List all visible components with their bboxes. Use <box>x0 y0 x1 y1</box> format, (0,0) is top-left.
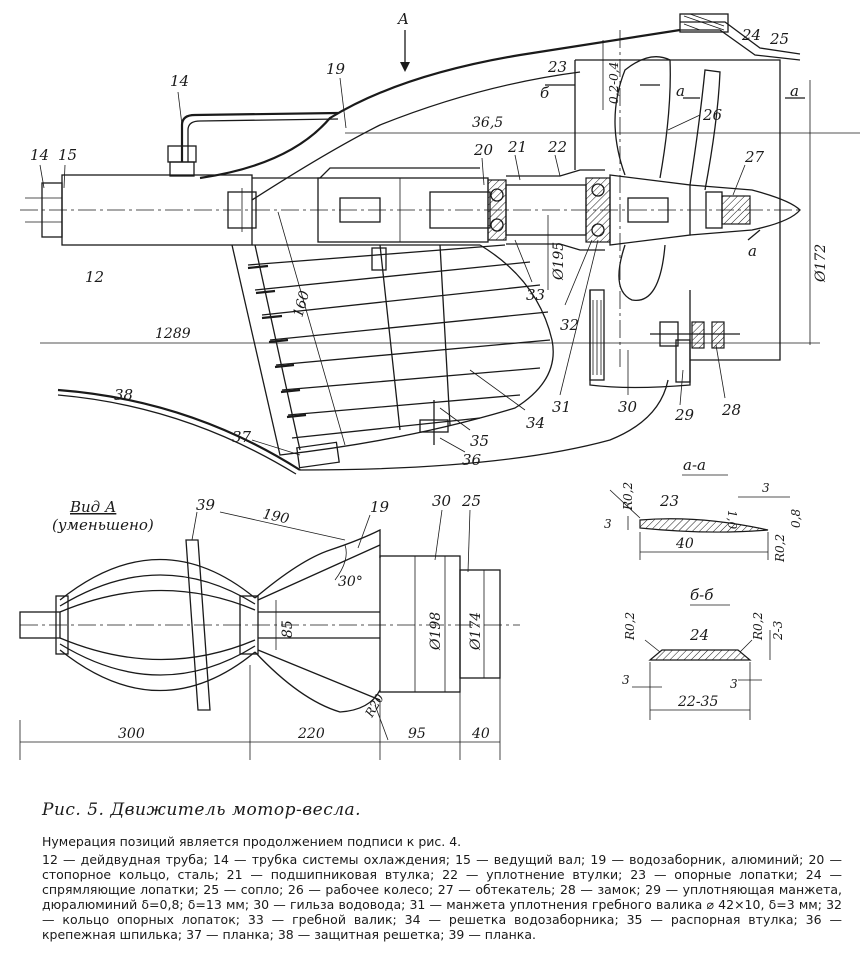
part-24: 24 <box>741 26 761 44</box>
dim-gap: 0,2-0,4 <box>607 62 621 104</box>
view-a <box>19 509 520 760</box>
dim-40: 40 <box>471 726 490 742</box>
engineering-drawing: A б a a a Вид А (уменьшено) а-а б-б 14 1… <box>19 10 860 760</box>
dim-r20: R20 <box>362 691 387 720</box>
dim-30deg: 30° <box>338 574 363 590</box>
figure-legend: 12 — дейдвудная труба; 14 — трубка систе… <box>42 852 842 942</box>
part-28: 28 <box>721 401 741 419</box>
part-25-view-a: 25 <box>461 492 481 510</box>
part-24-section: 24 <box>689 626 709 644</box>
view-a-subtitle: (уменьшено) <box>52 516 154 534</box>
dim-1289: 1289 <box>155 326 191 342</box>
view-a-title: Вид А <box>69 498 116 516</box>
bb-3-right: 3 <box>730 677 738 691</box>
part-30-view-a: 30 <box>432 492 452 510</box>
part-25: 25 <box>769 30 789 48</box>
view-labels: A б a a a Вид А (уменьшено) а-а б-б <box>52 10 799 604</box>
part-37: 37 <box>232 428 252 446</box>
part-32: 32 <box>560 316 579 334</box>
section-a-mark-right: a <box>790 82 799 100</box>
figure-caption: Рис. 5. Движитель мотор-весла. Нумерация… <box>42 800 842 942</box>
aa-3-left: 3 <box>604 517 612 531</box>
part-labels: 14 15 14 12 19 20 21 22 23 24 25 26 27 3… <box>30 26 789 644</box>
part-22: 22 <box>547 138 567 156</box>
dim-300: 300 <box>118 726 145 742</box>
part-12: 12 <box>85 268 104 286</box>
part-35: 35 <box>470 432 489 450</box>
aa-r02-right: R0,2 <box>773 534 787 563</box>
dim-95: 95 <box>408 726 426 742</box>
part-21: 21 <box>507 138 527 156</box>
part-36: 36 <box>462 451 482 469</box>
arrow-a-label: A <box>396 10 409 28</box>
dimension-labels: 36,5 1289 160 Ø195 Ø172 0,2-0,4 300 220 … <box>118 62 829 742</box>
aa-3-right: 3 <box>762 481 770 495</box>
part-19: 19 <box>326 60 346 78</box>
part-20: 20 <box>473 141 494 159</box>
part-33: 33 <box>526 286 545 304</box>
part-34: 34 <box>526 414 545 432</box>
part-27: 27 <box>744 148 765 166</box>
part-26: 26 <box>702 106 723 124</box>
aa-40: 40 <box>675 536 694 552</box>
part-38: 38 <box>114 386 133 404</box>
dim-d174: Ø174 <box>468 612 484 651</box>
dim-85: 85 <box>280 620 296 638</box>
figure-note: Нумерация позиций является продолжением … <box>42 834 462 849</box>
part-31: 31 <box>552 398 571 416</box>
main-dimension-lines <box>40 30 860 446</box>
dim-d195: Ø195 <box>551 242 567 281</box>
part-23-section: 23 <box>659 492 679 510</box>
section-aa-title: а-а <box>683 456 706 474</box>
part-23: 23 <box>547 58 567 76</box>
part-19-view-a: 19 <box>370 498 390 516</box>
part-29: 29 <box>674 406 695 424</box>
aa-r02-left: R0,2 <box>621 482 635 511</box>
bb-3-left: 3 <box>622 673 630 687</box>
dim-190: 190 <box>261 506 291 527</box>
part-15: 15 <box>58 146 77 164</box>
dim-d172: Ø172 <box>813 244 829 283</box>
bb-22-35: 22-35 <box>677 694 718 710</box>
leader-lines <box>39 77 746 456</box>
bb-r02-left: R0,2 <box>623 612 637 641</box>
dim-d198: Ø198 <box>428 612 444 651</box>
bb-2-3: 2-3 <box>771 620 785 641</box>
section-a-mark-left: a <box>676 82 685 100</box>
aa-0-8: 0,8 <box>789 509 803 528</box>
section-a-mark-bottom: a <box>748 242 757 260</box>
dim-160: 160 <box>290 289 313 319</box>
part-30: 30 <box>618 398 638 416</box>
section-bb-title: б-б <box>690 586 714 604</box>
section-aa <box>609 474 790 560</box>
main-section-view <box>20 13 801 475</box>
aa-1-0: 1,0 <box>725 510 739 529</box>
figure-title: Рис. 5. Движитель мотор-весла. <box>42 800 362 820</box>
part-39: 39 <box>196 496 216 514</box>
section-bb <box>632 604 771 720</box>
dim-36-5: 36,5 <box>472 115 503 131</box>
dim-220: 220 <box>297 726 325 742</box>
section-b-mark-left: б <box>540 84 550 102</box>
part-14-tube: 14 <box>170 72 189 90</box>
part-14-shaft: 14 <box>30 146 49 164</box>
bb-r02-right: R0,2 <box>751 612 765 641</box>
